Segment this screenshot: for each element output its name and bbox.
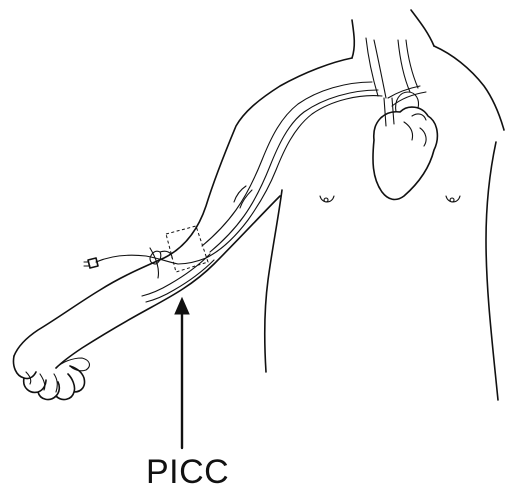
- jugular-vein: [366, 38, 386, 98]
- right-nipple: [446, 196, 460, 202]
- forearm-vein: [142, 254, 214, 302]
- arm-vein-lower: [210, 90, 378, 252]
- arm-vein-upper: [202, 82, 372, 246]
- thumb-outline: [56, 358, 89, 371]
- neck-right-outline: [411, 10, 434, 46]
- pointer-arrow-head: [175, 298, 189, 314]
- neck-left-outline: [352, 20, 354, 58]
- torso-right-side: [486, 142, 498, 400]
- catheter-line: [178, 96, 382, 264]
- heart: [373, 107, 437, 199]
- neck-vessel-right: [398, 40, 418, 92]
- picc-label: PICC: [146, 452, 226, 492]
- hand-outline: [13, 356, 84, 399]
- left-nipple: [320, 196, 334, 202]
- vein-branch: [234, 186, 252, 208]
- torso-left-side: [265, 190, 282, 372]
- dressing-outline: [166, 226, 208, 272]
- subclavian-vessel: [388, 86, 426, 106]
- torso-right-outline: [434, 46, 504, 130]
